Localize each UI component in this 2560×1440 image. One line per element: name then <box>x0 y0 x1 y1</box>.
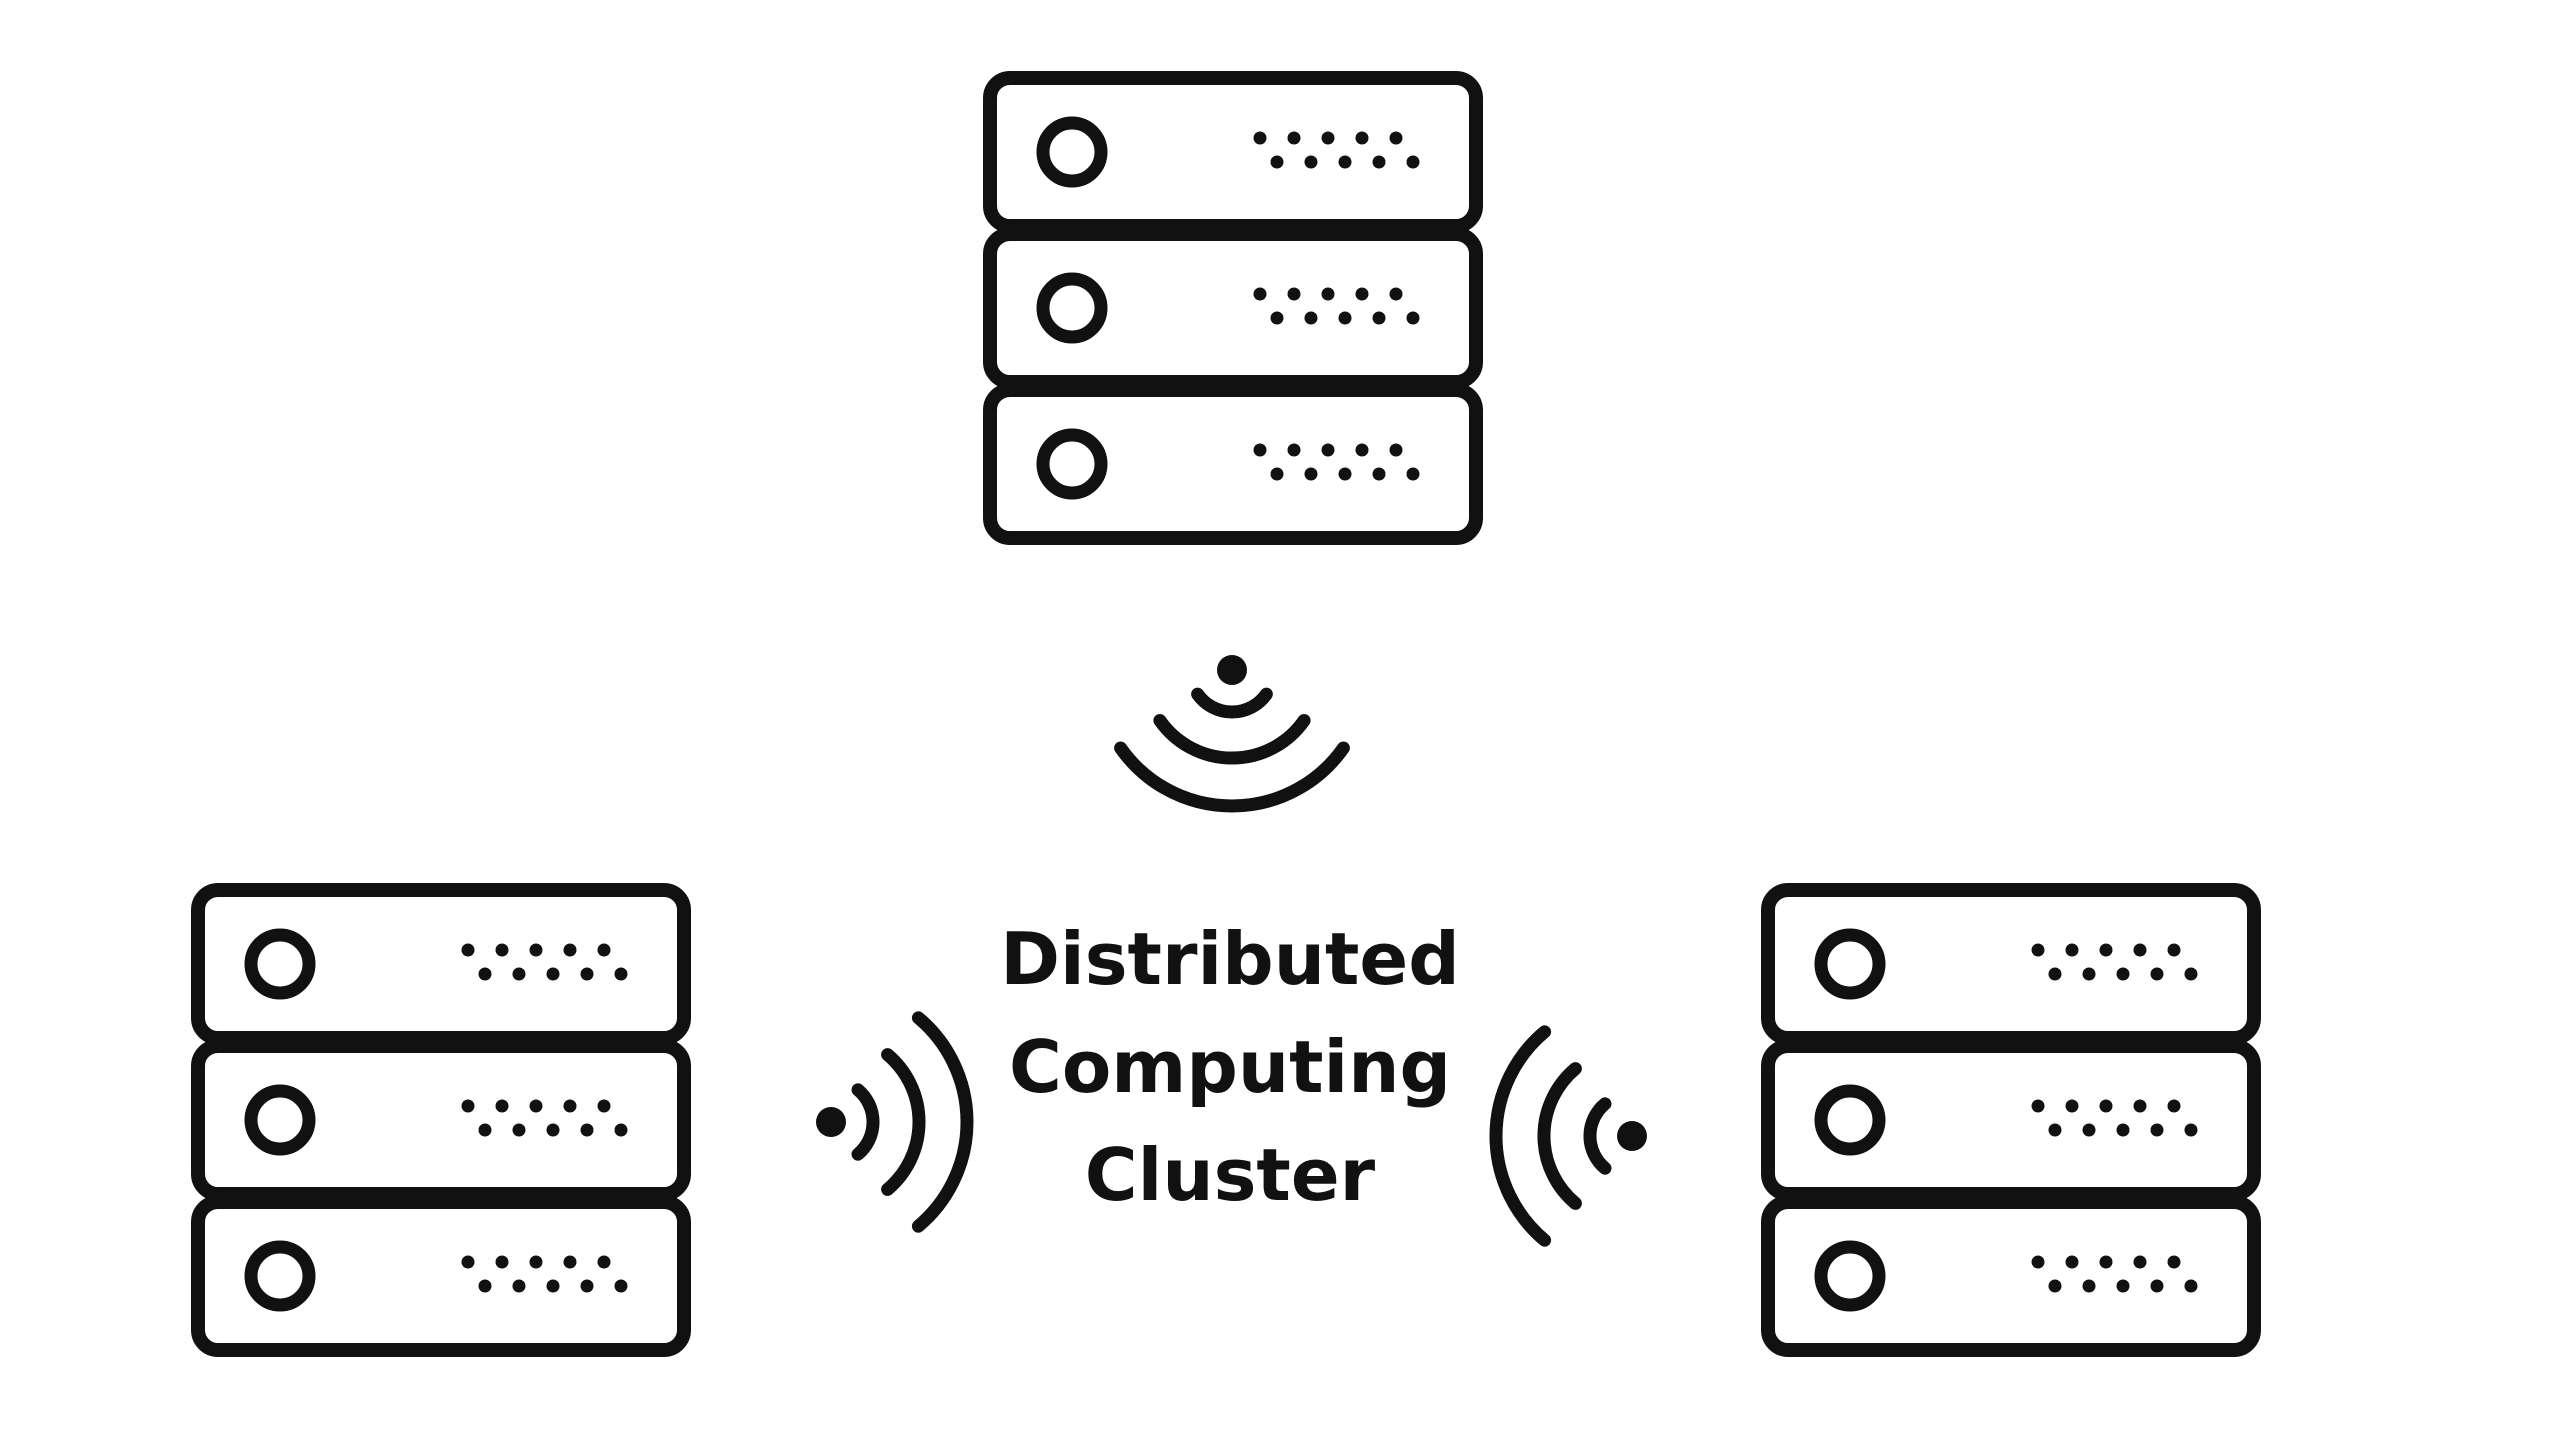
caption-line-3: Cluster <box>1084 1133 1376 1217</box>
vent-dots-icon <box>2031 1255 2198 1293</box>
power-led-icon <box>1036 116 1108 188</box>
signal-wave-arc <box>1191 687 1273 719</box>
server-left-icon <box>191 883 691 1357</box>
signal-wave-arc <box>1583 1097 1612 1175</box>
signal-source-dot <box>1617 1121 1647 1151</box>
caption-line-1: Distributed <box>1000 917 1460 1001</box>
vent-dots-icon <box>461 1099 628 1137</box>
server-unit <box>1761 1039 2261 1201</box>
server-unit <box>191 1195 691 1357</box>
power-led-icon <box>1036 272 1108 344</box>
signal-wave-arc <box>1489 1025 1552 1247</box>
vent-dots-icon <box>1253 287 1420 325</box>
power-led-icon <box>244 1084 316 1156</box>
vent-dots-icon <box>1253 443 1420 481</box>
wireless-signal-left-icon <box>816 1011 974 1233</box>
power-led-icon <box>1814 1240 1886 1312</box>
server-top-icon <box>983 71 1483 545</box>
caption-line-2: Computing <box>1008 1025 1452 1109</box>
server-unit <box>983 227 1483 389</box>
server-unit <box>1761 1195 2261 1357</box>
power-led-icon <box>1036 428 1108 500</box>
wireless-signal-top-icon <box>1114 655 1350 813</box>
signal-source-dot <box>1217 655 1247 685</box>
power-led-icon <box>244 928 316 1000</box>
signal-wave-arc <box>1114 741 1350 813</box>
signal-wave-arc <box>911 1011 974 1233</box>
signal-wave-arc <box>851 1083 880 1161</box>
vent-dots-icon <box>2031 943 2198 981</box>
signal-wave-arc <box>1153 714 1311 765</box>
vent-dots-icon <box>461 943 628 981</box>
vent-dots-icon <box>1253 131 1420 169</box>
wireless-signal-right-icon <box>1489 1025 1647 1247</box>
server-unit <box>983 383 1483 545</box>
server-unit <box>1761 883 2261 1045</box>
signal-source-dot <box>816 1107 846 1137</box>
server-unit <box>983 71 1483 233</box>
vent-dots-icon <box>461 1255 628 1293</box>
signal-wave-arc <box>1537 1062 1582 1210</box>
power-led-icon <box>1814 928 1886 1000</box>
server-unit <box>191 883 691 1045</box>
signal-wave-arc <box>881 1048 926 1196</box>
power-led-icon <box>244 1240 316 1312</box>
cluster-caption: Distributed Computing Cluster <box>980 905 1480 1229</box>
vent-dots-icon <box>2031 1099 2198 1137</box>
server-right-icon <box>1761 883 2261 1357</box>
server-unit <box>191 1039 691 1201</box>
power-led-icon <box>1814 1084 1886 1156</box>
